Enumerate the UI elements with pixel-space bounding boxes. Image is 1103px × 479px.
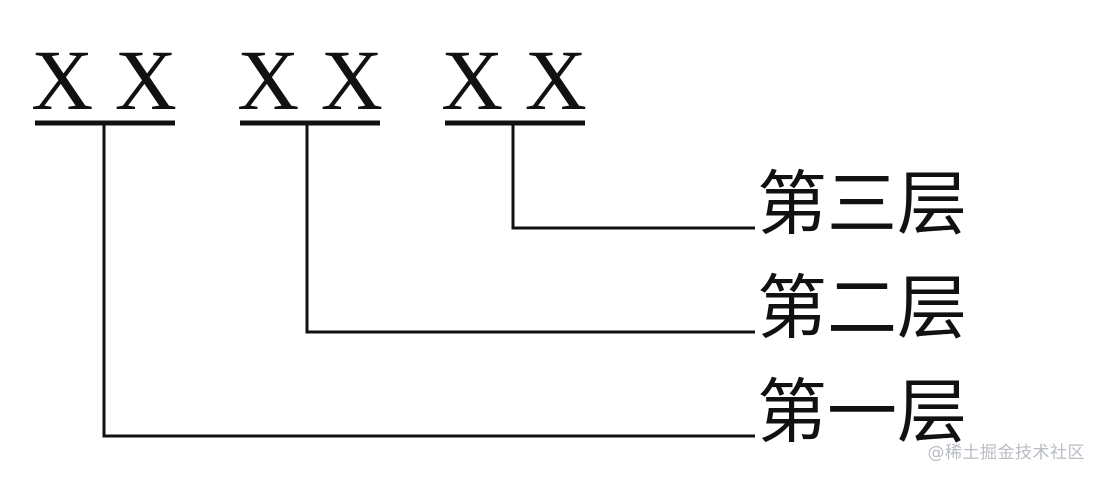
watermark-text: @稀土掘金技术社区	[927, 443, 1085, 463]
code-group-3-text: X X	[441, 32, 587, 128]
leader-line-layer-2	[305, 125, 755, 334]
code-group-2: X X	[237, 32, 383, 128]
code-group-3: X X	[441, 32, 587, 128]
layer-1-label: 第一层	[757, 371, 967, 453]
layer-2-label: 第二层	[757, 267, 967, 349]
leader-line-layer-3	[511, 125, 755, 230]
code-group-1: X X	[31, 32, 177, 128]
code-group-1-text: X X	[31, 32, 177, 128]
layer-3-label: 第三层	[757, 163, 967, 245]
code-group-2-text: X X	[237, 32, 383, 128]
leader-line-layer-1	[102, 125, 755, 438]
